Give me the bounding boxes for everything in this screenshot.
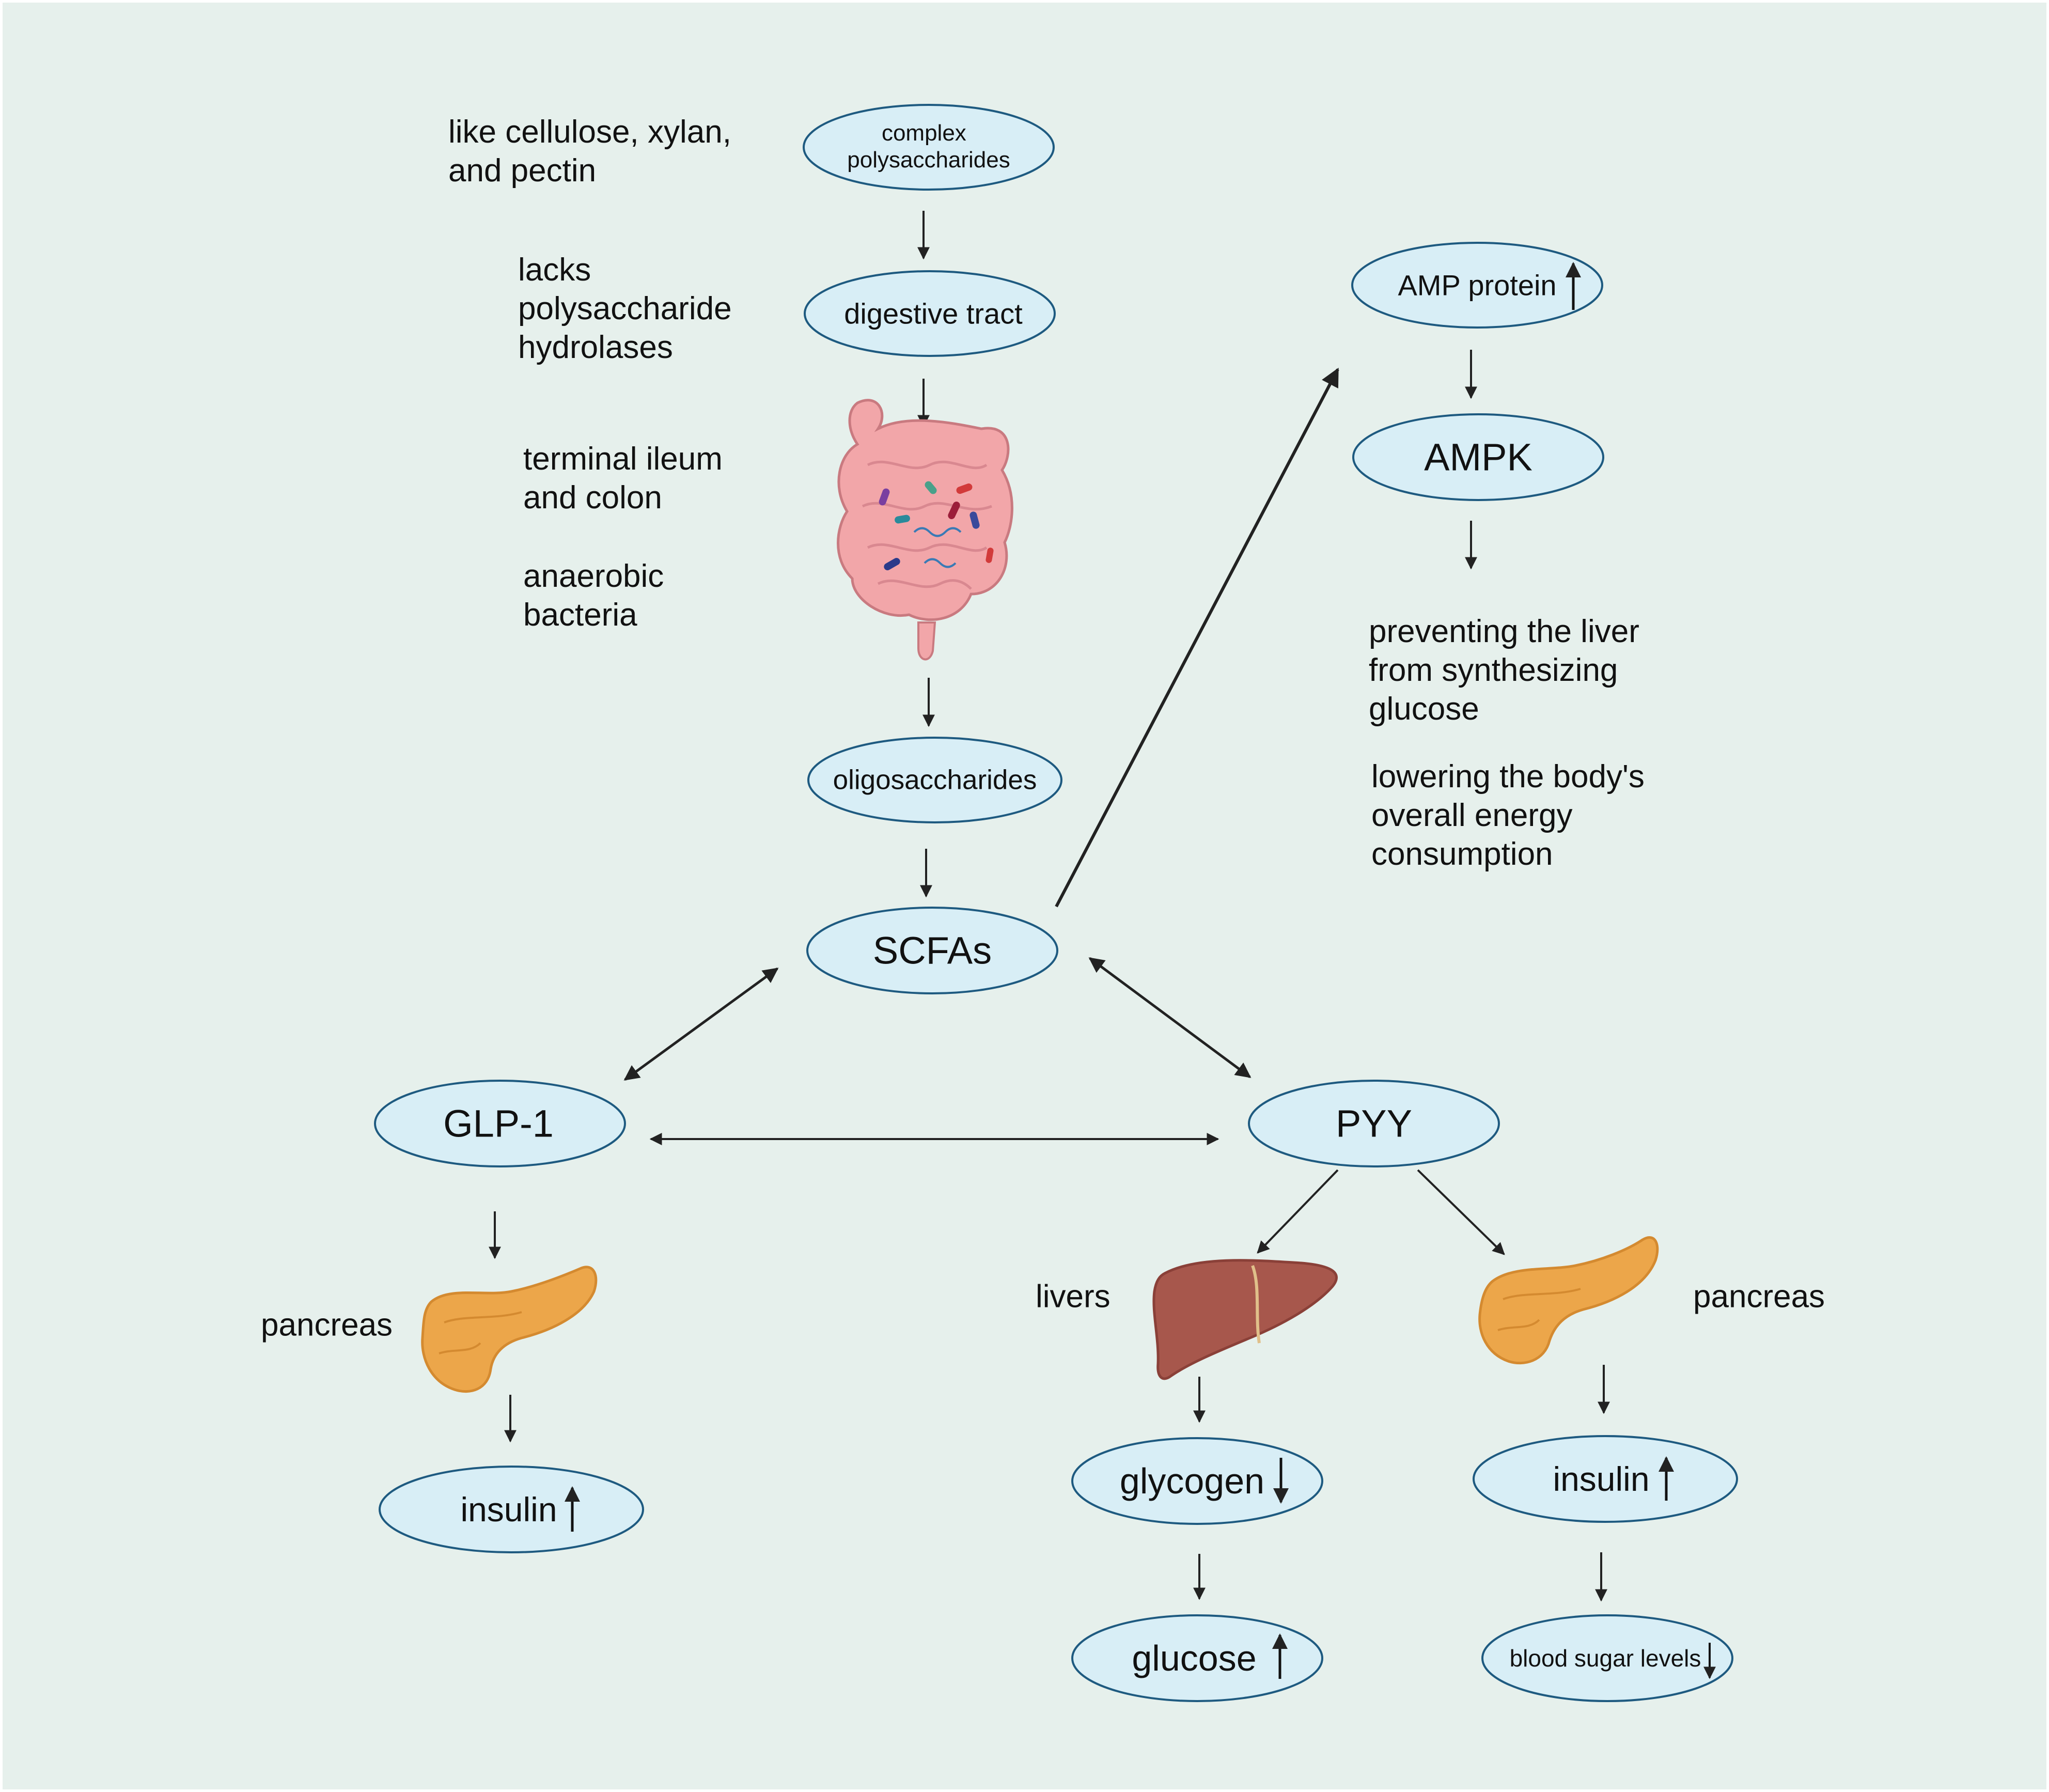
- arrow-scfas-pyy: [1088, 957, 1252, 1079]
- svg-text:complex polysaccharides: complex polysaccharides: [847, 120, 1010, 173]
- svg-text:SCFAs: SCFAs: [873, 929, 992, 972]
- svg-text:insulin: insulin: [460, 1490, 557, 1529]
- note-terminal-ileum: terminal ileum and colon: [523, 441, 731, 516]
- label-pancreas-left: pancreas: [261, 1307, 393, 1343]
- arrow-scfas-to-amp: [1055, 367, 1339, 908]
- svg-text:PYY: PYY: [1336, 1102, 1412, 1145]
- node-digestive-tract: digestive tract: [804, 270, 1056, 357]
- node-glp1: GLP-1: [374, 1080, 626, 1167]
- svg-text:blood sugar levels: blood sugar levels: [1510, 1645, 1701, 1672]
- svg-text:insulin: insulin: [1553, 1460, 1649, 1498]
- label-livers: livers: [1036, 1279, 1110, 1315]
- pancreas-icon: [421, 1266, 598, 1393]
- svg-text:GLP-1: GLP-1: [443, 1102, 554, 1145]
- node-insulin-left: insulin: [379, 1466, 644, 1553]
- note-liver-glucose: preventing the liver from synthesizing g…: [1369, 614, 1648, 727]
- node-glucose: glucose: [1071, 1614, 1323, 1702]
- svg-text:digestive tract: digestive tract: [844, 298, 1023, 330]
- liver-icon: [1152, 1259, 1338, 1380]
- diagram-background: [3, 3, 2046, 1789]
- node-complex-polysaccharides: complex polysaccharides: [803, 104, 1055, 191]
- node-glycogen: glycogen: [1071, 1437, 1323, 1525]
- svg-text:AMP protein: AMP protein: [1398, 269, 1556, 302]
- node-ampk: AMPK: [1352, 413, 1604, 501]
- arrow-pyy-to-pancreas-right: [1417, 1169, 1505, 1255]
- note-lacks-hydrolases: lacks polysaccharide hydrolases: [518, 252, 741, 365]
- note-anaerobic-bacteria: anaerobic bacteria: [523, 558, 673, 633]
- label-pancreas-right: pancreas: [1693, 1279, 1825, 1315]
- svg-text:AMPK: AMPK: [1424, 436, 1532, 479]
- svg-text:glucose: glucose: [1132, 1638, 1256, 1678]
- svg-text:oligosaccharides: oligosaccharides: [833, 765, 1037, 796]
- note-energy-consumption: lowering the body's overall energy consu…: [1371, 759, 1653, 872]
- node-insulin-right: insulin: [1473, 1435, 1738, 1523]
- note-cellulose-examples: like cellulose, xylan, and pectin: [448, 114, 740, 189]
- node-pyy: PYY: [1248, 1080, 1500, 1167]
- arrow-pyy-to-liver: [1257, 1169, 1339, 1254]
- svg-text:glycogen: glycogen: [1120, 1461, 1264, 1501]
- arrow-scfas-glp1: [623, 967, 779, 1081]
- node-scfas: SCFAs: [806, 907, 1058, 994]
- intestine-icon: [837, 399, 1013, 661]
- node-amp-protein: AMP protein: [1351, 242, 1603, 329]
- pancreas-icon: [1478, 1236, 1659, 1365]
- node-blood-sugar-levels: blood sugar levels: [1481, 1614, 1733, 1702]
- node-oligosaccharides: oligosaccharides: [807, 737, 1062, 823]
